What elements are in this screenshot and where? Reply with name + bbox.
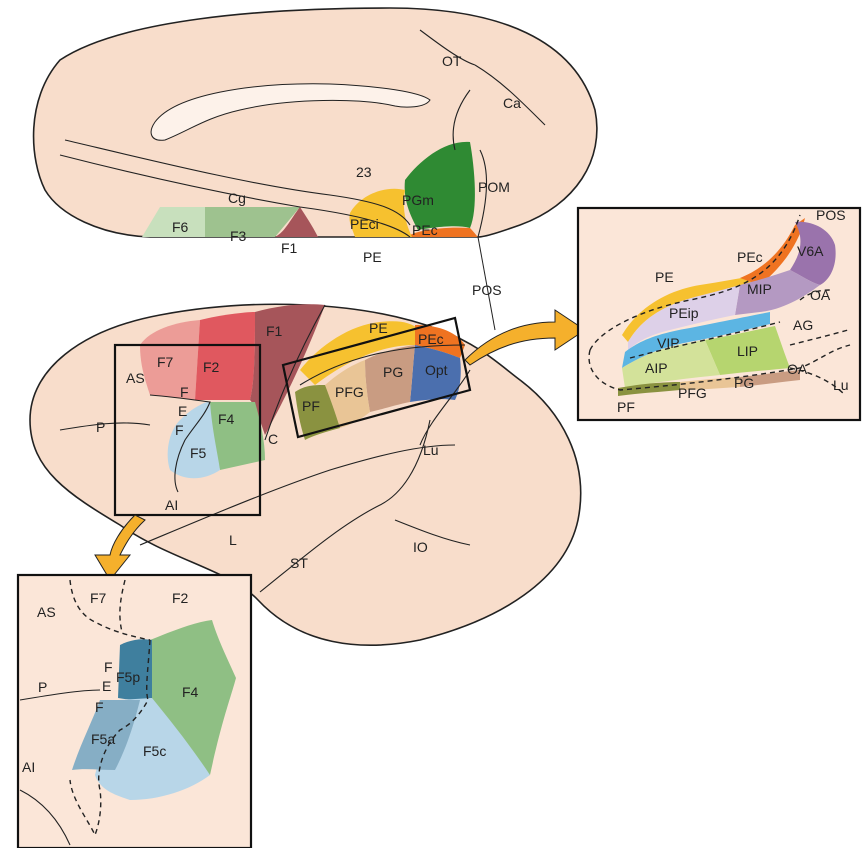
label-C-lateral: C xyxy=(268,431,278,447)
inset-label-AIP: AIP xyxy=(645,360,668,376)
inset-label-VIP: VIP xyxy=(657,335,680,351)
label-AS-lateral: AS xyxy=(126,370,145,386)
inset-label-LIP: LIP xyxy=(737,343,758,359)
inset-label-PF: PF xyxy=(617,399,635,415)
inset-label-MIP: MIP xyxy=(747,281,772,297)
label-Opt-lateral: Opt xyxy=(425,362,448,378)
label-PEci: PEci xyxy=(350,216,379,232)
inset-label-V6A: V6A xyxy=(797,243,824,259)
label-Lu-lateral: Lu xyxy=(423,442,439,458)
inset-label-AS: AS xyxy=(37,604,56,620)
label-OT: OT xyxy=(442,53,462,69)
inset-label-POS: POS xyxy=(816,207,846,223)
label-PG-lateral: PG xyxy=(383,364,403,380)
label-PE-medial: PE xyxy=(363,249,382,265)
label-PEc-lateral: PEc xyxy=(418,331,444,347)
label-23: 23 xyxy=(356,164,372,180)
inset-label-F5c: F5c xyxy=(143,743,166,759)
inset-label-Lu: Lu xyxy=(833,377,849,393)
medial-hemisphere-view: OT Ca POM Cg 23 F6 F3 F1 PEci PE PGm PEc xyxy=(34,8,597,265)
inset-label-PG: PG xyxy=(734,375,754,391)
label-PFG-lateral: PFG xyxy=(335,384,364,400)
inset-label-fef-E: E xyxy=(102,678,111,694)
inset-label-PEc: PEc xyxy=(737,249,763,265)
label-AI-lateral: AI xyxy=(165,497,178,513)
inset-label-PFG: PFG xyxy=(678,385,707,401)
label-PF-lateral: PF xyxy=(302,398,320,414)
label-POS-center: POS xyxy=(472,282,502,298)
area-F2-lateral xyxy=(195,312,255,400)
label-Cg: Cg xyxy=(228,190,246,206)
label-IO-lateral: IO xyxy=(413,539,428,555)
label-F7-lateral: F7 xyxy=(157,354,174,370)
inset-label-OA-upper: OA xyxy=(810,287,831,303)
label-fef-F1-lateral: F xyxy=(180,384,189,400)
medial-hemisphere-outline xyxy=(34,8,597,237)
label-PE-lateral: PE xyxy=(369,320,388,336)
label-P-lateral: P xyxy=(96,419,105,435)
inset-label-PEip: PEip xyxy=(669,305,699,321)
inset-label-F2: F2 xyxy=(172,590,189,606)
label-F2-lateral: F2 xyxy=(203,359,220,375)
inset-label-fef-F2: F xyxy=(95,699,104,715)
inset-label-AI: AI xyxy=(22,759,35,775)
label-ST-lateral: ST xyxy=(290,555,308,571)
label-F1-medial: F1 xyxy=(281,240,298,256)
parietal-inset: POS OA AG OA Lu PEc V6A PE MIP PEip VIP … xyxy=(578,207,860,420)
label-F6: F6 xyxy=(172,219,189,235)
label-L-lateral: L xyxy=(229,532,237,548)
inset-label-F4: F4 xyxy=(182,684,199,700)
label-F1-lateral: F1 xyxy=(266,323,283,339)
label-fef-E-lateral: E xyxy=(178,403,187,419)
inset-label-F5a: F5a xyxy=(91,731,115,747)
inset-label-AG: AG xyxy=(793,317,813,333)
label-PEc-medial: PEc xyxy=(412,222,438,238)
curved-arrow-icon xyxy=(465,310,585,365)
inset-label-F7: F7 xyxy=(90,590,107,606)
inset-label-OA-lower: OA xyxy=(787,361,808,377)
inset-label-F5p: F5p xyxy=(116,669,140,685)
label-F5-lateral: F5 xyxy=(190,445,207,461)
frontal-inset: AS P AI F E F F7 F2 F5p F4 F5a F5c xyxy=(18,575,251,848)
inset-label-fef-F1: F xyxy=(104,659,113,675)
label-Ca: Ca xyxy=(503,95,521,111)
label-PGm: PGm xyxy=(402,192,434,208)
inset-label-P: P xyxy=(38,679,47,695)
inset-label-PE: PE xyxy=(655,269,674,285)
label-fef-F2-lateral: F xyxy=(175,422,184,438)
label-POM: POM xyxy=(478,179,510,195)
label-F4-lateral: F4 xyxy=(218,411,235,427)
label-F3: F3 xyxy=(230,228,247,244)
